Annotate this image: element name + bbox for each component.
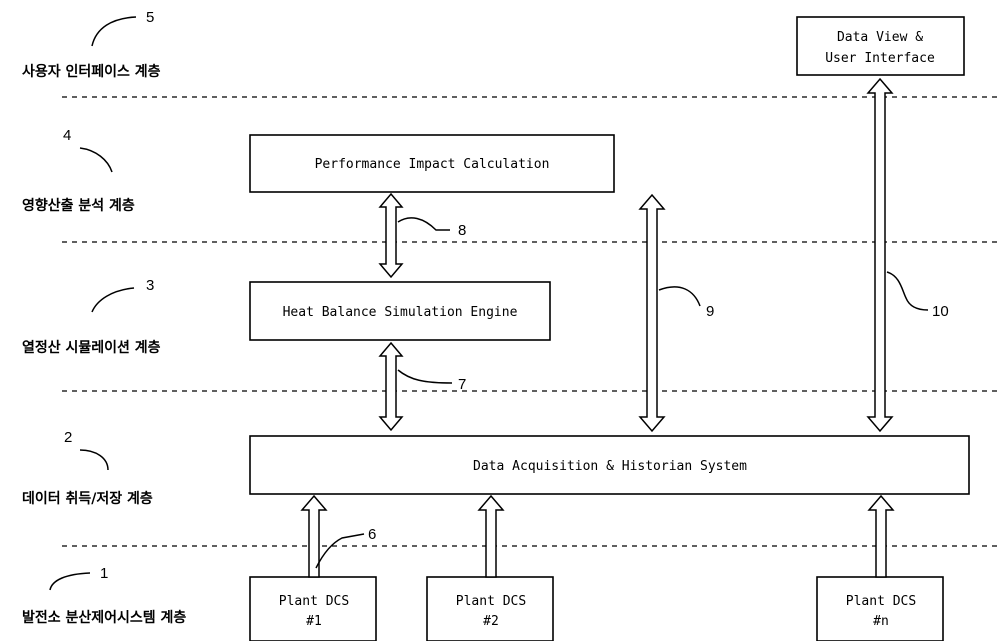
heat-balance-label: Heat Balance Simulation Engine xyxy=(283,305,518,320)
layer-ref-data: 2 xyxy=(64,429,72,446)
plant-dcs-box-2 xyxy=(427,577,553,641)
label-8: 8 xyxy=(458,222,466,239)
layer-ref-data-leader xyxy=(80,450,108,470)
data-view-box xyxy=(797,17,964,75)
layer-label-sim: 열정산 시뮬레이션 계층 xyxy=(22,339,161,356)
layer-label-dcs: 발전소 분산제어시스템 계층 xyxy=(22,609,186,626)
label-10: 10 xyxy=(932,303,949,320)
arrow-8-leader xyxy=(398,218,450,230)
layer-ref-sim: 3 xyxy=(146,277,154,294)
plant-dcs-1-num: #1 xyxy=(306,614,322,629)
layer-ref-ui-leader xyxy=(92,17,136,46)
performance-impact-label: Performance Impact Calculation xyxy=(315,157,550,172)
layer-ref-sim-leader xyxy=(92,288,134,312)
plant-dcs-n-num: #n xyxy=(873,614,889,629)
arrow-9 xyxy=(640,195,664,431)
arrow-plant-2 xyxy=(479,496,503,577)
layer-ref-impact: 4 xyxy=(63,127,71,144)
arrow-plant-n xyxy=(869,496,893,577)
arrow-8 xyxy=(380,194,402,277)
plant-dcs-box-n xyxy=(817,577,943,641)
layer-label-impact: 영향산출 분석 계층 xyxy=(22,197,135,214)
arrow-7-leader xyxy=(398,370,452,383)
label-6: 6 xyxy=(368,526,376,543)
data-acquisition-label: Data Acquisition & Historian System xyxy=(473,459,747,474)
arrow-7 xyxy=(380,343,402,430)
layer-ref-ui: 5 xyxy=(146,9,154,26)
layer-label-ui: 사용자 인터페이스 계층 xyxy=(22,63,161,80)
plant-dcs-2-num: #2 xyxy=(483,614,499,629)
arrow-6-leader xyxy=(316,534,364,568)
data-view-line2: User Interface xyxy=(825,51,935,66)
layer-ref-dcs-leader xyxy=(50,573,90,590)
arrow-6 xyxy=(302,496,326,577)
arrow-10 xyxy=(868,79,892,431)
plant-dcs-n-name: Plant DCS xyxy=(846,594,916,609)
layer-ref-impact-leader xyxy=(80,148,112,172)
label-7: 7 xyxy=(458,376,466,393)
layer-ref-dcs: 1 xyxy=(100,565,108,582)
layer-label-data: 데이터 취득/저장 계층 xyxy=(22,490,153,507)
arrow-9-leader xyxy=(659,287,700,306)
label-9: 9 xyxy=(706,303,714,320)
data-view-line1: Data View & xyxy=(837,30,923,45)
arrow-10-leader xyxy=(887,272,928,310)
plant-dcs-2-name: Plant DCS xyxy=(456,594,526,609)
plant-dcs-box-1 xyxy=(250,577,376,641)
plant-dcs-1-name: Plant DCS xyxy=(279,594,349,609)
